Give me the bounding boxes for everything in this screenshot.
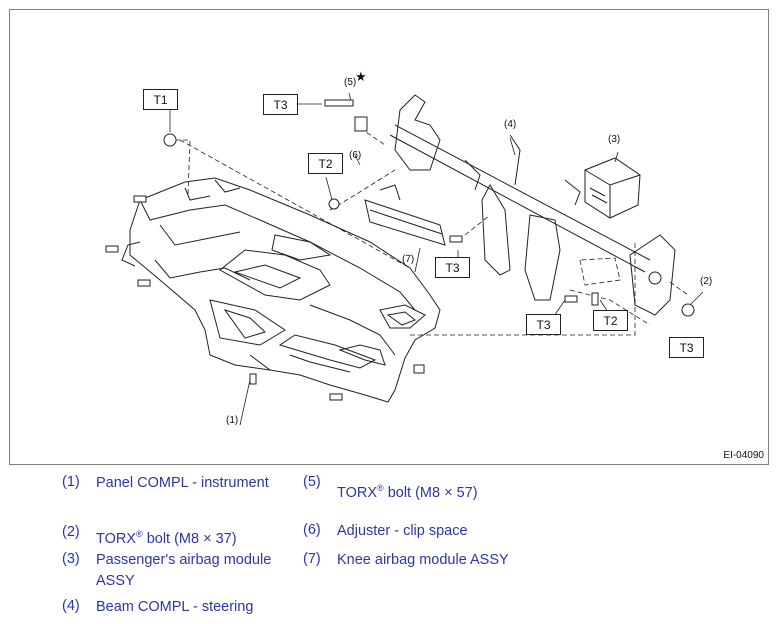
callout-number-1: (1): [226, 415, 239, 426]
legend-number: (2): [62, 524, 80, 540]
legend-number: (6): [303, 522, 321, 538]
torque-label-t3-mid: T3: [435, 257, 470, 278]
instrument-panel-exploded-view: [105, 92, 704, 426]
torque-label-t3-lower: T3: [526, 314, 561, 335]
knee-airbag-drawing: [364, 184, 446, 246]
legend-text: Knee airbag module ASSY: [337, 552, 509, 568]
legend-text: Passenger's airbag module ASSY: [96, 552, 272, 589]
legend-number: (5): [303, 474, 321, 490]
legend-number: (4): [62, 598, 80, 614]
torque-label-t1: T1: [143, 89, 178, 110]
torque-label-t3-top: T3: [263, 94, 298, 115]
legend-number: (1): [62, 474, 80, 490]
torque-label-t2-right: T2: [593, 310, 628, 331]
callout-number-3: (3): [608, 134, 621, 145]
star-mark: ★: [355, 69, 367, 84]
instrument-panel-drawing: [121, 177, 441, 403]
bolts-drawing: [105, 99, 695, 401]
callout-number-5: (5): [344, 77, 357, 88]
figure-code: EI-04090: [723, 450, 764, 461]
torque-label-t2-left: T2: [308, 153, 343, 174]
legend-text: Panel COMPL - instrument: [96, 475, 269, 491]
torque-label-t3-right: T3: [669, 337, 704, 358]
legend-number: (3): [62, 551, 80, 567]
callout-number-4: (4): [504, 119, 517, 130]
legend-text: Beam COMPL - steering: [96, 599, 254, 615]
legend-text: TORX® bolt (M8 × 57): [337, 483, 478, 501]
callout-number-2: (2): [700, 276, 713, 287]
callout-number-6: (6): [349, 150, 362, 161]
legend-text: TORX® bolt (M8 × 37): [96, 529, 237, 547]
exploded-diagram-frame: T1 T3 T2 T3 T3 T2 T3 (1) (2) (3) (4) (5)…: [9, 9, 769, 465]
legend-number: (7): [303, 551, 321, 567]
steering-beam-drawing: [389, 94, 676, 316]
legend-text: Adjuster - clip space: [337, 523, 468, 539]
callout-number-7: (7): [402, 254, 415, 265]
passenger-airbag-drawing: [584, 157, 641, 219]
